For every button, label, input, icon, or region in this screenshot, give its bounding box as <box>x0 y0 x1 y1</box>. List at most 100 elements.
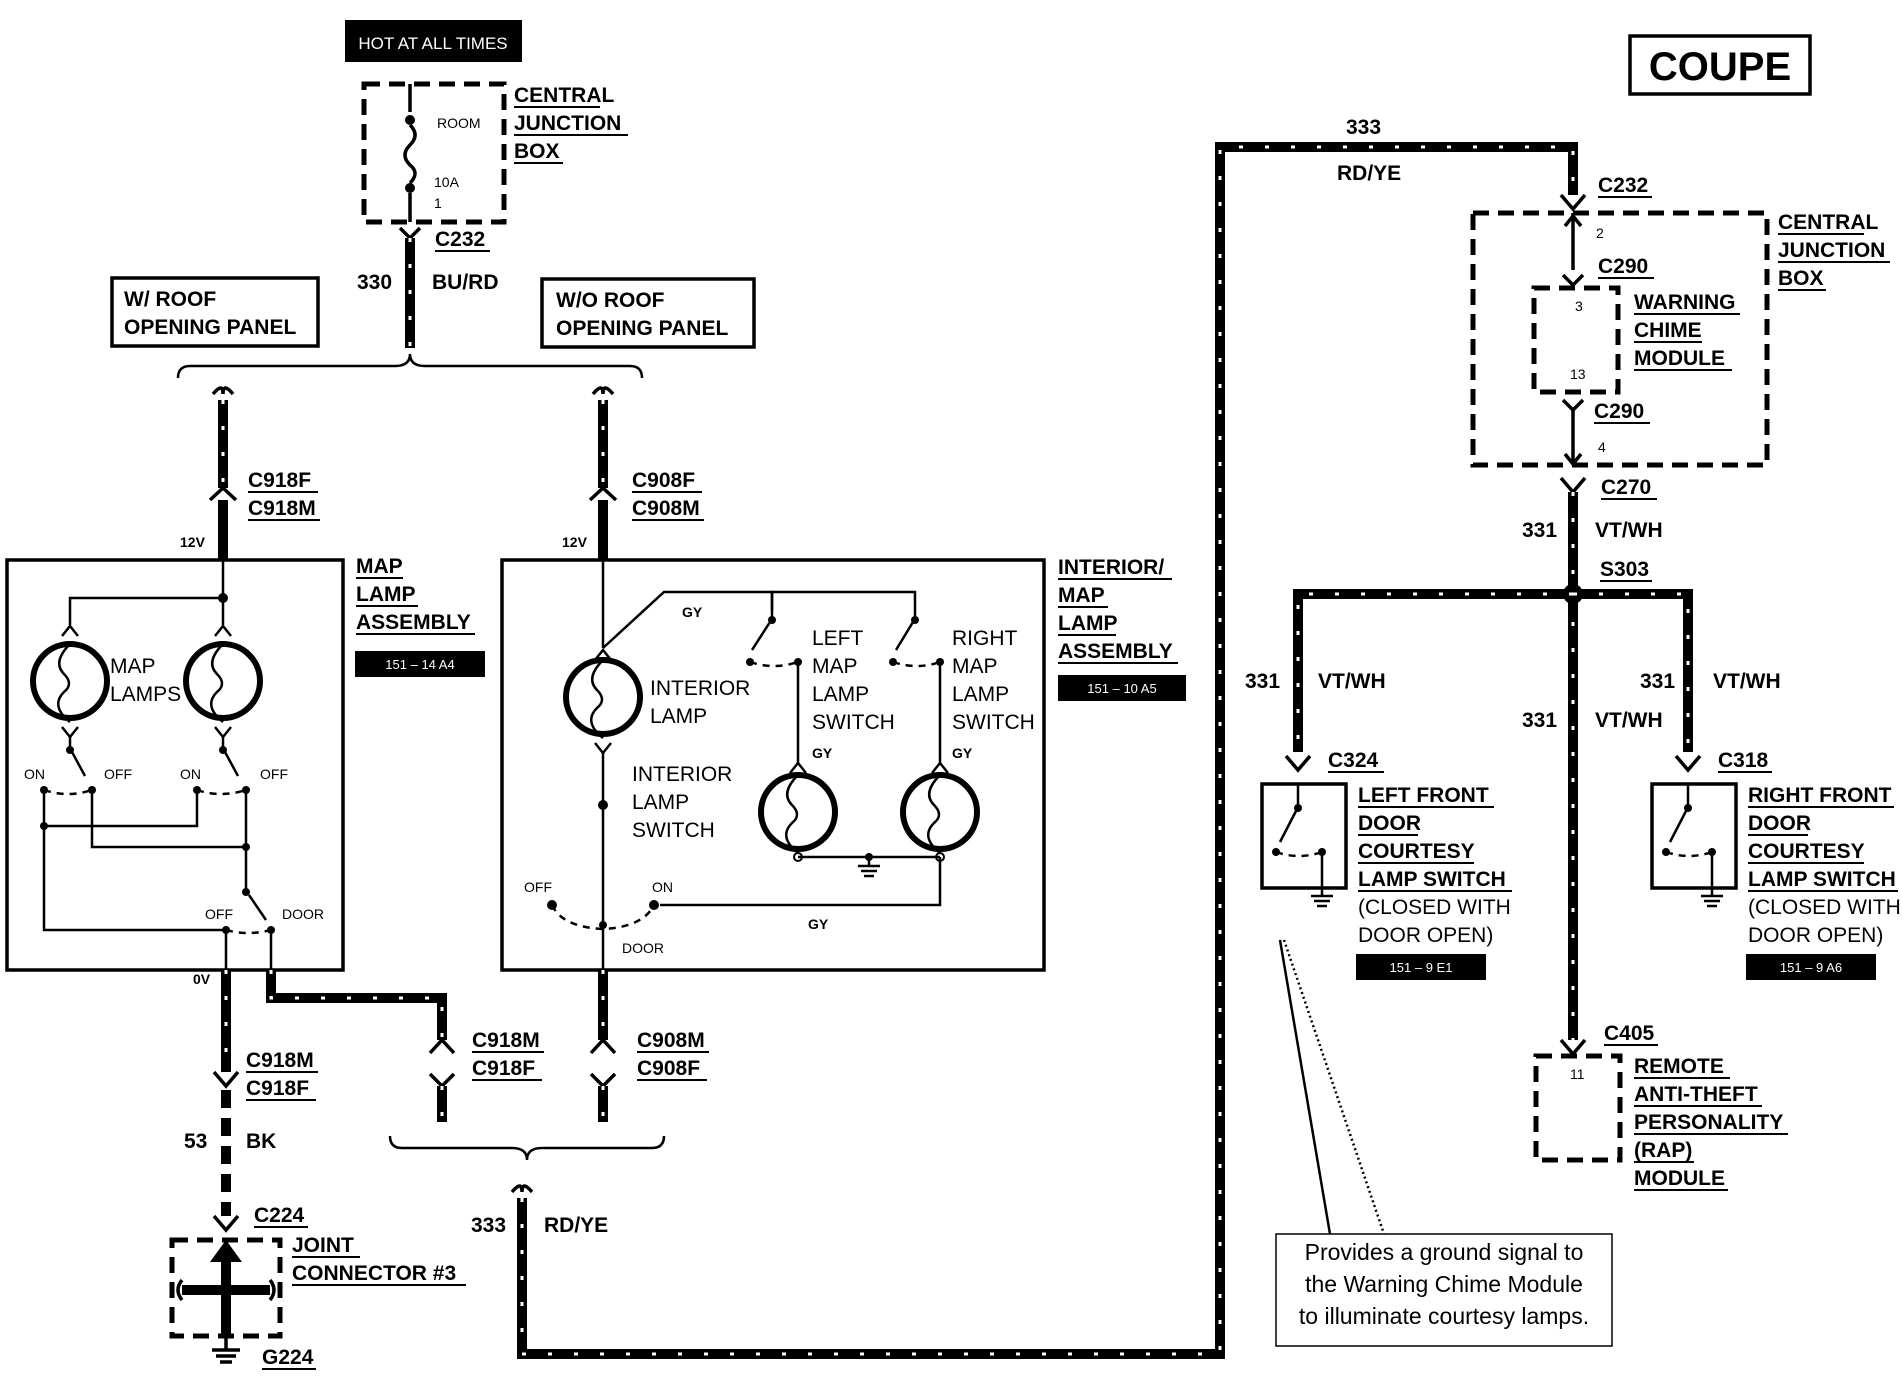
circuit-331-a: 331 <box>1522 519 1557 542</box>
fuse-pin: 1 <box>434 195 442 211</box>
right-door-ref: 151 – 9 A6 <box>1780 960 1842 975</box>
right-door-l2: DOOR <box>1748 812 1811 835</box>
connector-c405: C405 <box>1604 1022 1655 1045</box>
coupe-text: COUPE <box>1649 45 1791 89</box>
map-ref: 151 – 14 A4 <box>385 657 454 672</box>
int-lamp-l1: INTERIOR <box>650 677 750 700</box>
map-lamp-1-icon <box>30 641 110 740</box>
left-switch-l3: LAMP <box>812 683 869 706</box>
fuse-rating: 10A <box>434 174 460 190</box>
connector-c290-b: C290 <box>1594 400 1644 423</box>
left-switch-l4: SWITCH <box>812 711 895 734</box>
map-on-1: ON <box>24 766 45 782</box>
connector-c324: C324 <box>1328 749 1379 772</box>
note-callout: Provides a ground signal to the Warning … <box>1275 939 1613 1347</box>
wire-color-rd-ye-top: RD/YE <box>1337 162 1401 185</box>
joint-connector-3: JOINT CONNECTOR #3 G224 <box>169 1234 466 1370</box>
map-lamps-l1: MAP <box>110 655 156 678</box>
right-door-l6: DOOR OPEN) <box>1748 924 1883 947</box>
gy-2: GY <box>812 745 833 761</box>
connector-c232-right: C232 <box>1598 174 1648 197</box>
right-switch-l4: SWITCH <box>952 711 1035 734</box>
central-junction-box-left: CENTRAL JUNCTION BOX ROOM 10A 1 C232 <box>361 81 628 252</box>
ground-g224: G224 <box>262 1346 314 1369</box>
wire-color-vt-wh-a: VT/WH <box>1595 519 1663 542</box>
interior-output-wiring: C908M C908F <box>589 970 709 1122</box>
int-title-1: INTERIOR/ <box>1058 556 1164 579</box>
rap-l1: REMOTE <box>1634 1055 1724 1078</box>
without-roof-l2: OPENING PANEL <box>556 317 728 340</box>
right-door-l3: COURTESY <box>1748 840 1865 863</box>
note-l1: Provides a ground signal to <box>1305 1239 1584 1265</box>
cjb-left-name-3: BOX <box>514 140 560 163</box>
central-junction-box-right: CENTRAL JUNCTION BOX 2 C290 3 13 WARNING… <box>1470 210 1890 468</box>
left-map-lamp-icon <box>758 760 838 862</box>
int-switch-l3: SWITCH <box>632 819 715 842</box>
right-door-l5: (CLOSED WITH <box>1748 896 1901 919</box>
variant-with-roof: W/ ROOF OPENING PANEL <box>110 276 320 348</box>
circuit-331-mid: 331 <box>1522 709 1557 732</box>
joint-l2: CONNECTOR #3 <box>292 1262 456 1285</box>
rap-module: C405 11 REMOTE ANTI-THEFT PERSONALITY (R… <box>1533 1022 1788 1191</box>
int-door: DOOR <box>622 940 664 956</box>
map-door: DOOR <box>282 906 324 922</box>
fuse-icon <box>403 123 417 185</box>
cjb-pin-4: 4 <box>1598 439 1606 455</box>
map-lamp-feed: C918F C918M 12V <box>180 386 320 560</box>
int-switch-l1: INTERIOR <box>632 763 732 786</box>
conn-c908m-top: C908M <box>632 497 700 520</box>
connector-c318: C318 <box>1718 749 1769 772</box>
left-door-l2: DOOR <box>1358 812 1421 835</box>
cjb-right-name-2: JUNCTION <box>1778 239 1885 262</box>
int-title-2: MAP <box>1058 584 1105 607</box>
left-door-l3: COURTESY <box>1358 840 1475 863</box>
connector-c232-left: C232 <box>435 228 485 251</box>
ground-icon <box>212 1336 240 1364</box>
left-door-l1: LEFT FRONT <box>1358 784 1489 807</box>
map-off-1: OFF <box>104 766 132 782</box>
map-voltage-in: 12V <box>180 534 206 550</box>
wire-333-loop: 333 RD/YE 333 RD/YE C232 <box>471 116 1652 1359</box>
left-door-l4: LAMP SWITCH <box>1358 868 1506 891</box>
ground-icon <box>858 857 880 878</box>
wire-color-bk: BK <box>246 1130 276 1153</box>
fuse-name: ROOM <box>437 115 481 131</box>
interior-lamp-assembly: INTERIOR/ MAP LAMP ASSEMBLY 151 – 10 A5 … <box>500 556 1186 972</box>
wire-color-vt-wh-right: VT/WH <box>1713 670 1781 693</box>
rap-l3: PERSONALITY <box>1634 1111 1783 1134</box>
power-tag: HOT AT ALL TIMES <box>345 20 522 62</box>
map-on-2: ON <box>180 766 201 782</box>
without-roof-l1: W/O ROOF <box>556 289 665 312</box>
right-door-l1: RIGHT FRONT <box>1748 784 1892 807</box>
cjb-right-name-3: BOX <box>1778 267 1824 290</box>
note-l2: the Warning Chime Module <box>1305 1271 1583 1297</box>
left-door-l5: (CLOSED WITH <box>1358 896 1511 919</box>
with-roof-l1: W/ ROOF <box>124 288 216 311</box>
right-door-l4: LAMP SWITCH <box>1748 868 1896 891</box>
map-lamp-output-wiring: 0V C918M C918F 53 BK C224 C918M C918F <box>184 970 544 1233</box>
right-front-door-switch: C318 RIGHT FRONT DOOR COURTESY LAMP SWIT… <box>1650 749 1901 980</box>
warning-chime-module <box>1531 285 1621 395</box>
left-door-ref: 151 – 9 E1 <box>1390 960 1453 975</box>
lower-brace <box>388 1135 666 1161</box>
chime-pin-13: 13 <box>1570 366 1586 382</box>
right-wiring: C270 331 VT/WH S303 331 VT/WH 331 VT/WH … <box>1245 476 1781 1057</box>
conn-c918m-b: C918M <box>472 1029 540 1052</box>
map-lamps-l2: LAMPS <box>110 683 181 706</box>
right-switch-l2: MAP <box>952 655 998 678</box>
map-title-1: MAP <box>356 555 403 578</box>
map-title-2: LAMP <box>356 583 416 606</box>
cjb-left-name-1: CENTRAL <box>514 84 614 107</box>
power-tag-text: HOT AT ALL TIMES <box>358 34 507 53</box>
map-title-3: ASSEMBLY <box>356 611 471 634</box>
map-lamp-assembly: MAP LAMP ASSEMBLY 151 – 14 A4 MAP LAMPS <box>5 555 485 972</box>
variant-brace <box>176 353 644 379</box>
right-switch-l1: RIGHT <box>952 627 1018 650</box>
cjb-left-name-2: JUNCTION <box>514 112 621 135</box>
note-l3: to illuminate courtesy lamps. <box>1299 1303 1589 1329</box>
variant-without-roof: W/O ROOF OPENING PANEL <box>540 277 756 349</box>
ground-icon <box>1701 888 1723 908</box>
chime-l3: MODULE <box>1634 347 1725 370</box>
ground-icon <box>1311 888 1333 908</box>
cjb-pin-2: 2 <box>1596 225 1604 241</box>
